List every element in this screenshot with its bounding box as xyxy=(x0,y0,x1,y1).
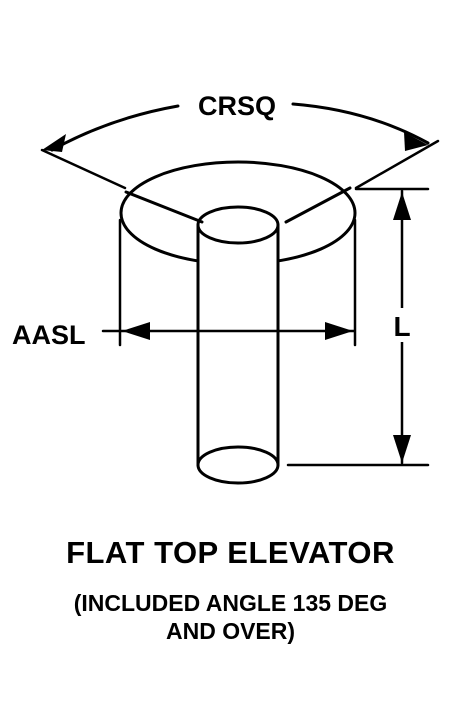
diagram-subtitle-line-2: AND OVER) xyxy=(165,618,296,644)
diagram-subtitle-line-1: (INCLUDED ANGLE 135 DEG xyxy=(73,590,388,616)
diagram-title: FLAT TOP ELEVATOR xyxy=(66,535,395,570)
aasl-arrow-left xyxy=(122,322,150,340)
aasl-label: AASL xyxy=(12,320,86,350)
crsq-label: CRSQ xyxy=(198,91,276,121)
length-arrow-top xyxy=(393,192,411,220)
elevator-shaft xyxy=(196,205,280,485)
length-dimension xyxy=(286,187,430,467)
length-arrow-bottom xyxy=(393,435,411,463)
aasl-dimension xyxy=(101,218,357,347)
aasl-arrow-right xyxy=(325,322,353,340)
crsq-arrow-left xyxy=(42,134,66,152)
length-label: L xyxy=(393,311,410,342)
crsq-dimension xyxy=(40,102,440,190)
angle-lines xyxy=(124,186,352,224)
crsq-arrow-right xyxy=(404,132,428,151)
